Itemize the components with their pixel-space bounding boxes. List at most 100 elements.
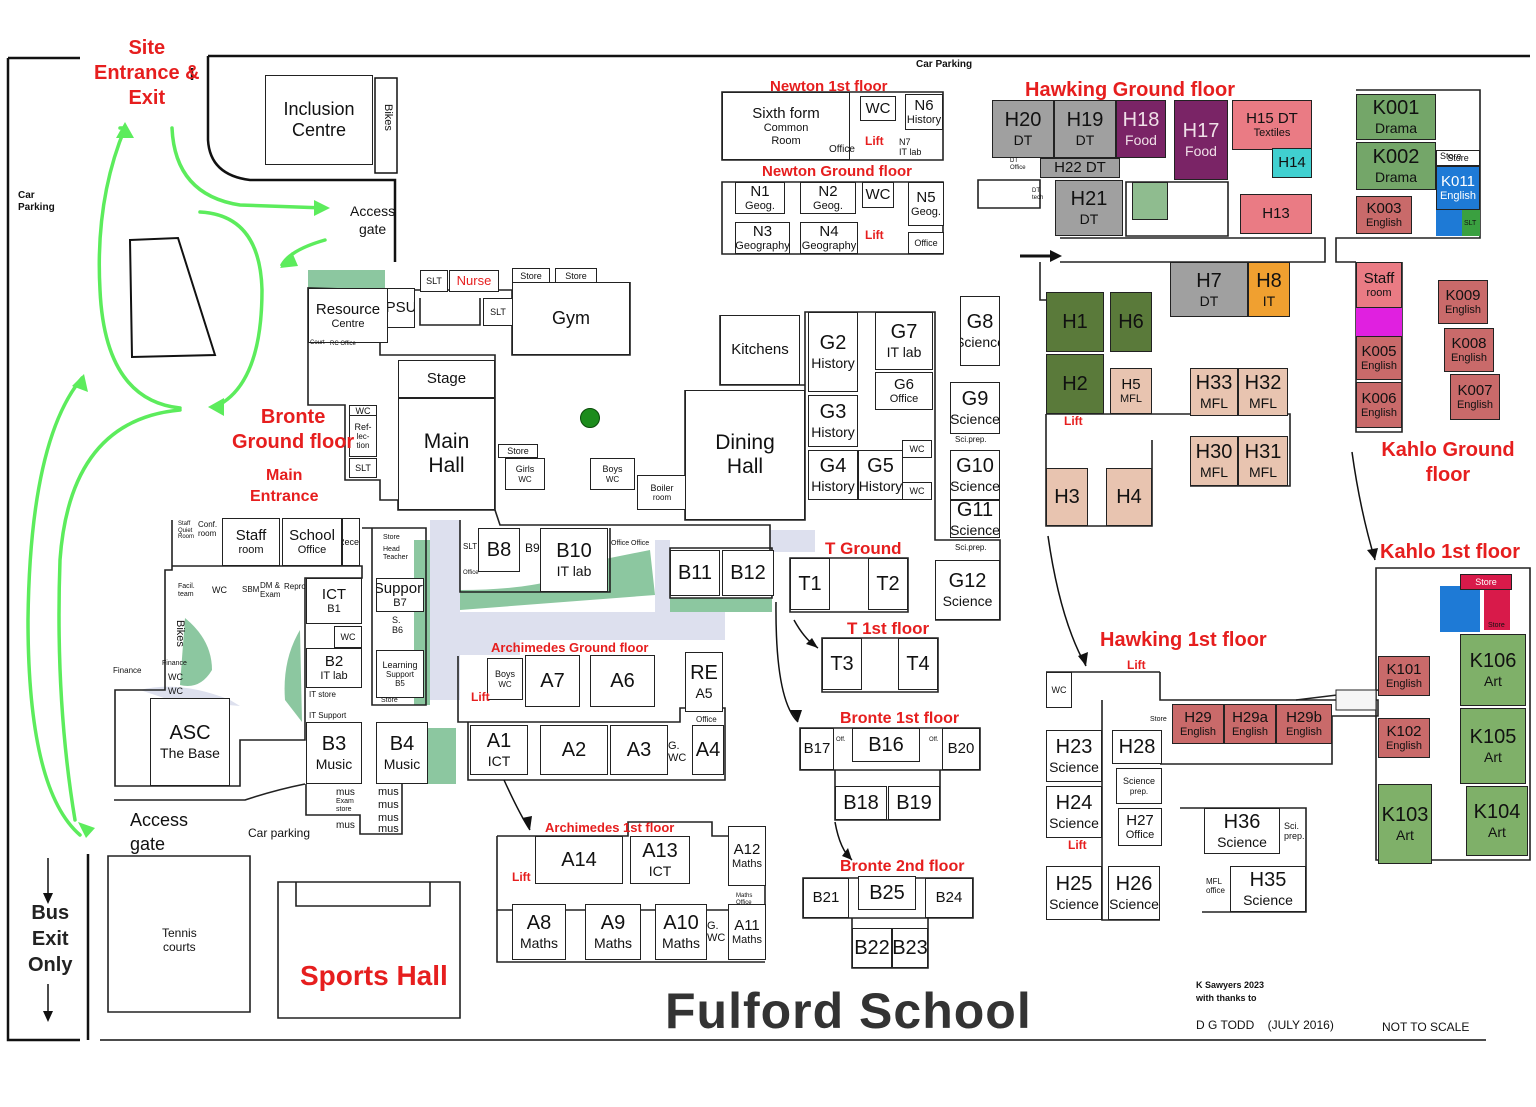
room-a4: A4	[692, 725, 724, 775]
floor-heading-newton1: Newton 1st floor	[770, 78, 888, 95]
room-label: Ref-	[354, 421, 372, 432]
room-subject: Textiles	[1253, 127, 1291, 140]
room-label: H24	[1055, 792, 1093, 815]
room-subject: Food	[1185, 143, 1217, 160]
room-ref: Ref-lec- tion	[349, 415, 377, 457]
lift-label: Lift	[865, 228, 884, 242]
floor-heading-hawking1: Hawking 1st floor	[1100, 629, 1267, 651]
room-label: K011	[1441, 173, 1475, 191]
room-label: A2	[561, 738, 587, 761]
room-subject: DT	[1013, 132, 1033, 149]
room-label: WC	[355, 405, 371, 416]
room-subject: room	[238, 544, 264, 557]
room-slt: SLT	[483, 298, 513, 326]
room-b23: B23	[892, 928, 928, 968]
green-paths	[26, 126, 327, 837]
room-label: H29a	[1232, 709, 1268, 727]
room-label: B11	[677, 561, 713, 584]
room-subject: WC	[518, 474, 532, 484]
room-subject: English	[1444, 304, 1482, 317]
room-label: ASC	[169, 722, 211, 745]
room-label: A11	[734, 917, 760, 935]
room-label: RE	[690, 662, 718, 685]
floor-heading-archi1: Archimedes 1st floor	[545, 820, 675, 835]
room-h28: H28	[1112, 730, 1162, 764]
building-outlines	[107, 89, 1531, 1019]
room-subject: English	[1385, 740, 1423, 753]
room-store: Store	[1460, 574, 1512, 590]
room-label: B2	[324, 653, 344, 671]
room-label: H20	[1004, 109, 1042, 132]
room-b20: B20	[942, 728, 980, 770]
small-label: Off.	[836, 737, 846, 743]
room-label: Science	[1122, 776, 1156, 787]
small-label: Repro	[284, 582, 306, 591]
room-subject: Support B5	[385, 669, 415, 689]
room-subject: Office	[297, 544, 327, 557]
room-label: H7	[1196, 269, 1222, 292]
room-subject: MFL	[1249, 464, 1277, 481]
room-label: K002	[1372, 146, 1420, 169]
room-subject: prep.	[1129, 786, 1149, 796]
room-label: A8	[526, 912, 552, 935]
room-kitchens: Kitchens	[720, 315, 800, 385]
room-subject: Hall	[726, 455, 764, 478]
room-b17: B17	[800, 728, 834, 770]
room-label: B4	[389, 733, 415, 756]
room-label: T2	[876, 572, 900, 595]
room-label: WC	[340, 631, 356, 642]
room-subject: DT	[1079, 211, 1099, 228]
room-subject: B1	[327, 603, 341, 616]
room-b22: B22	[852, 928, 892, 968]
access-gate-bottom-label: Access gate	[130, 810, 189, 855]
room-label: K105	[1469, 726, 1517, 749]
room-label: Store	[1475, 576, 1497, 587]
room-subject: ICT	[487, 753, 511, 770]
small-label: SBM	[242, 585, 260, 594]
room-subject: WC	[605, 474, 620, 484]
room-subject: Science	[1109, 896, 1159, 913]
room-label: SLT	[355, 462, 371, 473]
room-label: H18	[1122, 109, 1160, 132]
small-label: WC	[212, 585, 227, 595]
room-subject: lec- tion	[356, 431, 370, 451]
room-subject: room	[1366, 287, 1392, 300]
room-h4: H4	[1106, 468, 1152, 526]
room-label: Staff	[235, 527, 267, 545]
room-label: School	[289, 527, 335, 545]
small-label: Off.	[929, 737, 939, 743]
room-psu: PSU	[387, 288, 415, 328]
floor-heading-brontegf: Bronte Ground floor	[232, 406, 355, 453]
room-t1: T1	[790, 558, 830, 610]
room-subject: Common Room	[763, 121, 809, 147]
site-boundary	[6, 54, 1530, 1042]
main-entrance-label: Main Entrance	[250, 467, 319, 505]
room-label: B8	[486, 538, 512, 561]
room-b16: B16	[852, 728, 920, 762]
room-subject: Science	[1049, 759, 1099, 776]
room-subject: Art	[1396, 827, 1414, 844]
room-label: N3	[752, 223, 773, 241]
room-label: K009	[1445, 287, 1481, 305]
